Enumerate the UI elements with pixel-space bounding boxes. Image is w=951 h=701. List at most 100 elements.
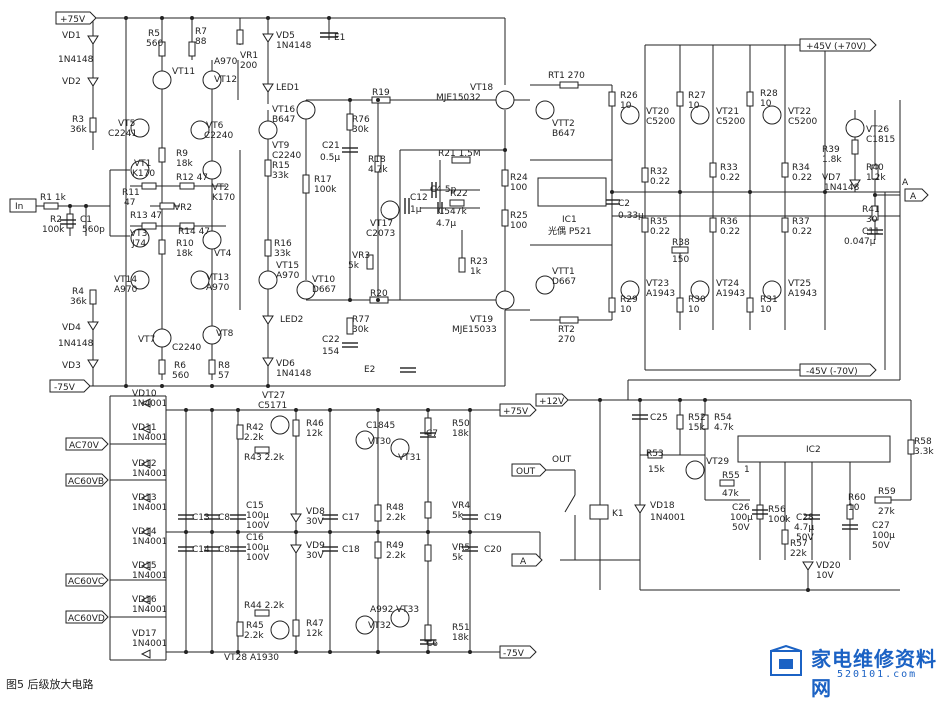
label-r34: R34 bbox=[792, 163, 810, 173]
vd20 bbox=[802, 561, 814, 571]
r31 bbox=[746, 297, 754, 313]
label-r34v: 0.22 bbox=[792, 173, 812, 183]
label-r53v: 15k bbox=[648, 465, 665, 475]
svg-text:OUT: OUT bbox=[516, 467, 536, 477]
label-r50: R50 bbox=[452, 419, 470, 429]
label-c8a: C8 bbox=[218, 513, 230, 523]
r6 bbox=[158, 359, 166, 375]
vt24 bbox=[690, 280, 710, 300]
label-vd17: VD17 bbox=[132, 629, 157, 639]
label-r77: R77 bbox=[352, 315, 370, 325]
svg-text:+75V: +75V bbox=[60, 15, 86, 25]
vt5 bbox=[130, 118, 150, 138]
label-vt12: VT12 bbox=[214, 75, 237, 85]
label-r2v: 100k bbox=[42, 225, 65, 235]
label-vr2: VR2 bbox=[174, 203, 192, 213]
vd3 bbox=[87, 359, 99, 369]
label-vt2: VT2 bbox=[212, 183, 229, 193]
vt28 bbox=[270, 620, 290, 640]
vt31 bbox=[390, 438, 410, 458]
label-r10: R10 bbox=[176, 239, 194, 249]
vt25 bbox=[762, 280, 782, 300]
ic1-box bbox=[537, 177, 607, 207]
port-ac60c: AC60VC bbox=[65, 573, 109, 587]
vt9 bbox=[258, 120, 278, 140]
label-c5200b: C5200 bbox=[716, 117, 745, 127]
r12 bbox=[179, 182, 195, 190]
label-c15v2: 100V bbox=[246, 521, 270, 531]
r50 bbox=[424, 417, 432, 435]
label-r77v: 30k bbox=[352, 325, 369, 335]
label-c1v: 560p bbox=[82, 225, 105, 235]
label-r35v: 0.22 bbox=[650, 227, 670, 237]
label-r29: R29 bbox=[620, 295, 638, 305]
label-r49: R49 bbox=[386, 541, 404, 551]
svg-text:A: A bbox=[520, 557, 527, 567]
label-c2073: C2073 bbox=[366, 229, 395, 239]
label-r18: R18 bbox=[368, 155, 386, 165]
label-vt26: VT26 bbox=[866, 125, 889, 135]
label-r4v: 36k bbox=[70, 297, 87, 307]
r52 bbox=[676, 414, 684, 430]
label-vt23: VT23 bbox=[646, 279, 669, 289]
label-r45v: 2.2k bbox=[244, 631, 264, 641]
vt32 bbox=[355, 615, 375, 635]
label-r15v: 33k bbox=[272, 171, 289, 181]
vr4 bbox=[424, 501, 432, 519]
label-r52: R52 bbox=[688, 413, 706, 423]
label-c2240c: C2240 bbox=[172, 343, 201, 353]
vd6 bbox=[262, 357, 274, 367]
label-vd14: VD14 bbox=[132, 527, 157, 537]
vd14 bbox=[140, 527, 151, 537]
label-b647b: B647 bbox=[552, 129, 575, 139]
r10 bbox=[158, 239, 166, 255]
k1-box bbox=[589, 504, 609, 520]
r59 bbox=[874, 496, 892, 504]
label-vt29: VT29 bbox=[706, 457, 729, 467]
label-1n4148-1: 1N4148 bbox=[58, 55, 94, 65]
label-r56: R56 bbox=[768, 505, 786, 515]
label-vr5v: 5k bbox=[452, 553, 464, 563]
r13 bbox=[141, 222, 157, 230]
label-1n4148-7: 1N4148 bbox=[824, 183, 860, 193]
port-n75-bot: -75V bbox=[499, 645, 537, 659]
label-r39: R39 bbox=[822, 145, 840, 155]
svg-text:+75V: +75V bbox=[503, 407, 529, 417]
label-r31v: 10 bbox=[760, 305, 772, 315]
label-c5171: C5171 bbox=[258, 401, 287, 411]
label-r57: R57 bbox=[790, 539, 808, 549]
port-p75-mid: +75V bbox=[499, 403, 537, 417]
label-c22: C22 bbox=[322, 335, 340, 345]
label-mje15033: MJE15033 bbox=[452, 325, 497, 335]
label-c16v2: 100V bbox=[246, 553, 270, 563]
label-b647a: B647 bbox=[272, 115, 295, 125]
label-c17: C17 bbox=[342, 513, 360, 523]
label-r23v: 1k bbox=[470, 267, 482, 277]
label-r51v: 18k bbox=[452, 633, 469, 643]
label-vd9: VD9 bbox=[306, 541, 325, 551]
label-vd20: VD20 bbox=[816, 561, 841, 571]
label-r49v: 2.2k bbox=[386, 551, 406, 561]
label-c27v2: 50V bbox=[872, 541, 890, 551]
label-r16: R16 bbox=[274, 239, 292, 249]
r60 bbox=[846, 504, 854, 520]
transistors bbox=[130, 70, 865, 640]
r27 bbox=[676, 91, 684, 107]
label-k1: K1 bbox=[612, 509, 624, 519]
label-r76: R76 bbox=[352, 115, 370, 125]
vt7 bbox=[152, 328, 172, 348]
label-r22: R22 bbox=[450, 189, 468, 199]
label-mje15032: MJE15032 bbox=[436, 93, 481, 103]
label-r29v: 10 bbox=[620, 305, 632, 315]
label-r36v: 0.22 bbox=[720, 227, 740, 237]
svg-text:+45V (+70V): +45V (+70V) bbox=[806, 42, 866, 52]
label-r15: R15 bbox=[272, 161, 290, 171]
label-r32v: 0.22 bbox=[650, 177, 670, 187]
label-vt13: VT13 bbox=[206, 273, 229, 283]
label-vd5: VD5 bbox=[276, 31, 295, 41]
vd11 bbox=[140, 424, 151, 434]
label-c28v2: 50V bbox=[796, 533, 814, 543]
label-c13: C13 bbox=[192, 513, 210, 523]
port-ac60d: AC60VD bbox=[65, 610, 109, 624]
r49 bbox=[374, 541, 382, 559]
